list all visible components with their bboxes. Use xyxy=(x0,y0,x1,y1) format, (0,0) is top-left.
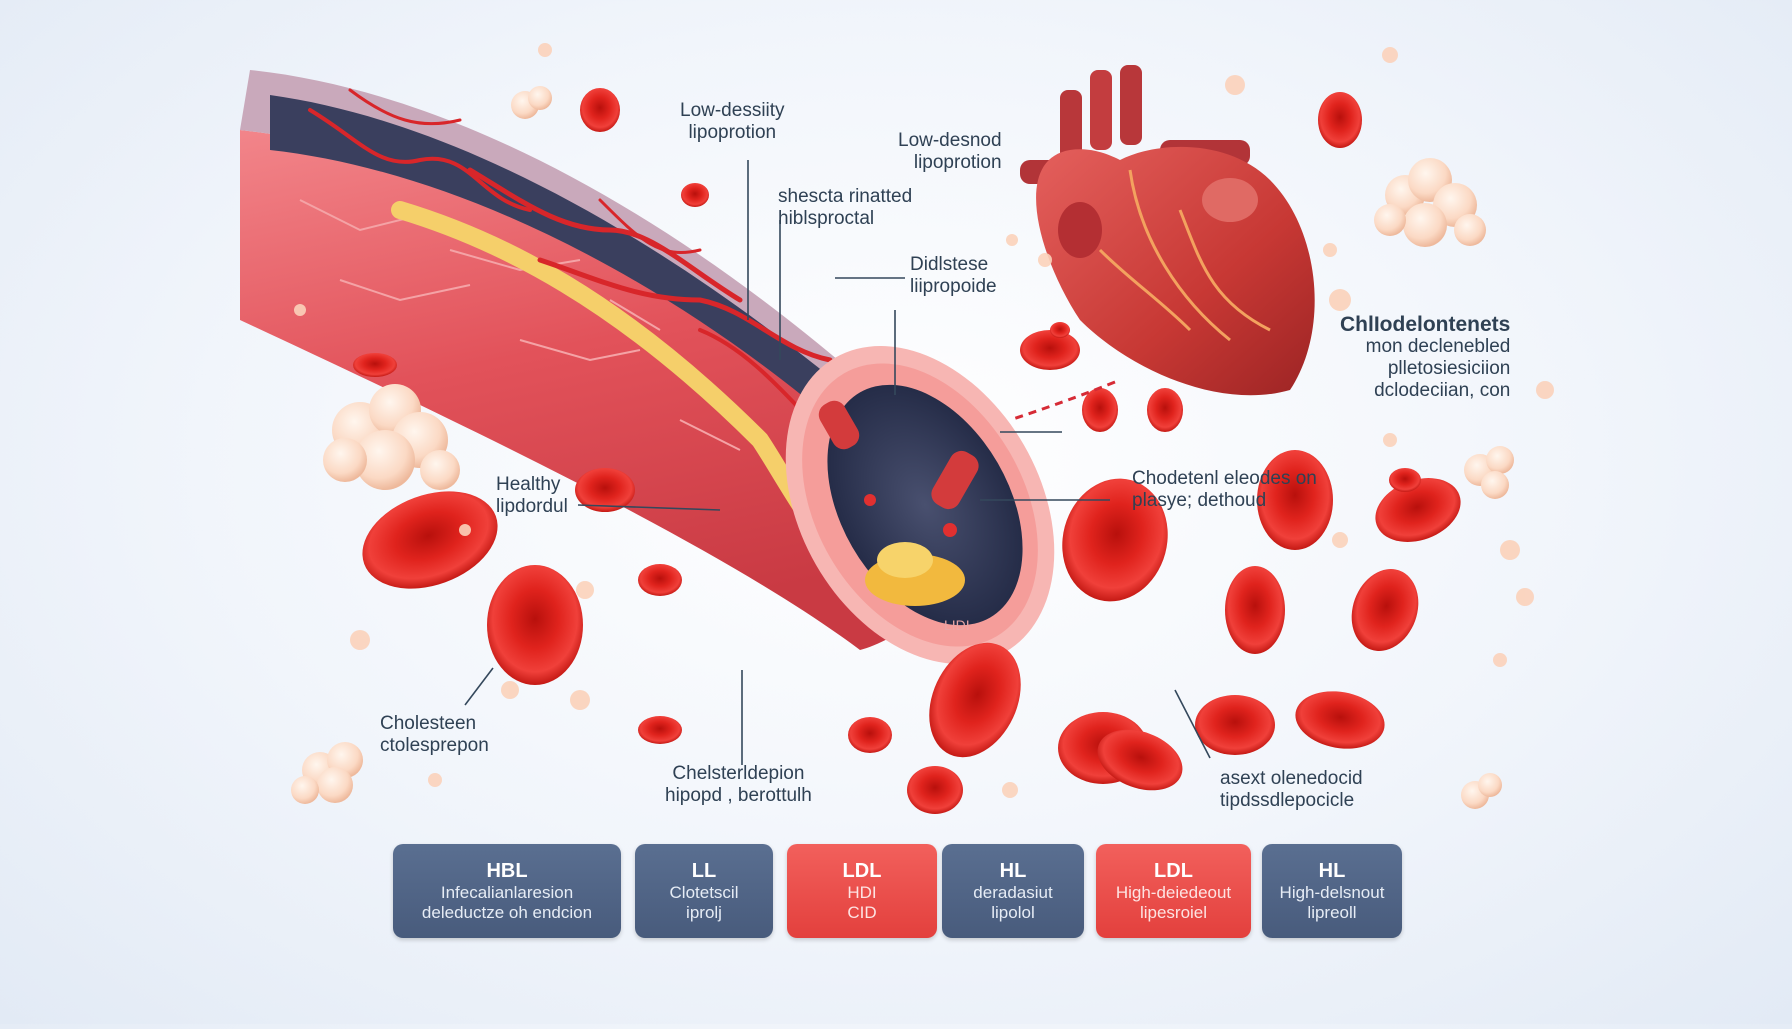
legend-line2: lipolol xyxy=(991,903,1035,922)
label-vessel-ldl: LIDI xyxy=(944,617,970,633)
legend-code: HBL xyxy=(486,860,528,882)
legend-code: LDL xyxy=(1154,860,1193,882)
vessel-cross-section xyxy=(785,346,1055,664)
legend-line2: lipesroiel xyxy=(1139,903,1208,922)
legend-line2: deleductze oh endcion xyxy=(421,903,593,922)
legend-line1: High-deiedeout xyxy=(1115,883,1232,902)
legend-code: HL xyxy=(999,860,1027,882)
legend-ldl-1: LDL HDI CID xyxy=(787,844,937,938)
lipid-droplets xyxy=(294,43,1554,798)
legend-hbl: HBL Infecalianlaresion deleductze oh end… xyxy=(393,844,621,938)
legend-hl-1: HL deradasiut lipolol xyxy=(942,844,1084,938)
dashed-arrow xyxy=(1009,380,1116,422)
cholesterol-clusters xyxy=(291,86,1514,809)
legend-code: HL xyxy=(1318,860,1346,882)
legend-line1: HDI xyxy=(847,883,877,902)
legend-ll: LL Clotetscil iprolj xyxy=(635,844,773,938)
legend-ldl-2: LDL High-deiedeout lipesroiel xyxy=(1096,844,1251,938)
legend-line2: iprolj xyxy=(686,903,722,922)
legend-hl-2: HL High-delsnout lipreoll xyxy=(1262,844,1402,938)
leader-lines xyxy=(464,160,1211,765)
legend-line1: Clotetscil xyxy=(669,883,739,902)
legend-line1: deradasiut xyxy=(973,883,1053,902)
blood-cells xyxy=(353,88,1461,814)
legend-code: LDL xyxy=(842,860,882,882)
vessel-branches xyxy=(308,88,833,432)
heart-illustration xyxy=(1020,65,1315,396)
legend-line2: lipreoll xyxy=(1307,903,1357,922)
legend-code: LL xyxy=(691,860,717,882)
legend-line2: CID xyxy=(847,903,877,922)
legend-line1: Infecalianlaresion xyxy=(440,883,574,902)
legend-line1: High-delsnout xyxy=(1279,883,1385,902)
